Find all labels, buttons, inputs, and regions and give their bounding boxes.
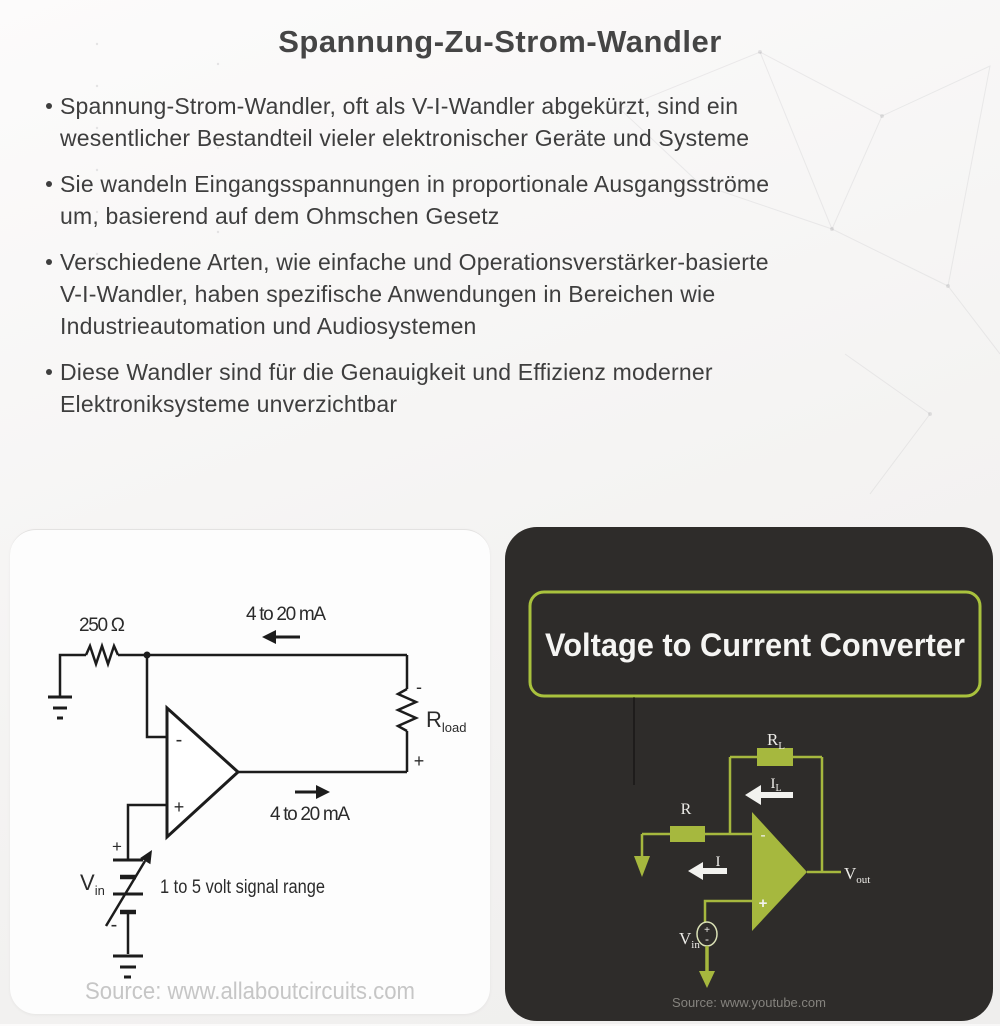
resistor-r <box>670 826 705 842</box>
opamp-inverting-label: - <box>760 827 765 844</box>
resistor-rload <box>394 687 420 733</box>
bullet-item: Diese Wandler sind für die Genauigkeit u… <box>46 356 936 420</box>
bullet-dot-icon <box>46 103 52 109</box>
right-circuit-svg: Voltage to Current Converter + - <box>528 590 982 1010</box>
rload-minus-label: - <box>416 677 422 697</box>
bullet-line: um, basierend auf dem Ohmschen Gesetz <box>60 203 500 229</box>
title-box <box>528 590 982 698</box>
opamp-noninverting-label: + <box>174 797 185 817</box>
il-current-arrow-icon <box>745 785 793 805</box>
bullet-line: V-I-Wandler, haben spezifische Anwendung… <box>60 281 716 307</box>
video-title: Voltage to Current Converter <box>545 627 965 663</box>
current-range-top-label: 4 to 20 mA <box>246 604 326 625</box>
bullet-list: Spannung-Strom-Wandler, oft als V-I-Wand… <box>46 90 936 420</box>
vin-source: + - <box>696 921 718 988</box>
vout-label: Vout <box>844 864 870 886</box>
signal-range-label: 1 to 5 volt signal range <box>160 877 325 898</box>
bullet-line: Industrieautomation und Audiosystemen <box>60 313 477 339</box>
vin-source-plus-label: + <box>704 925 710 936</box>
opamp-noninverting-label: + <box>759 895 768 912</box>
bullet-line: Elektroniksysteme unverzichtbar <box>60 391 398 417</box>
rl-label: RL <box>767 730 785 752</box>
circuit-wires <box>58 642 420 954</box>
bullet-dot-icon <box>46 181 52 187</box>
battery-plus-label: + <box>112 837 122 856</box>
rload-label: Rload <box>426 707 466 735</box>
bullet-line: Sie wandeln Eingangsspannungen in propor… <box>60 171 770 197</box>
resistor-value-label: 250 Ω <box>79 615 125 636</box>
vin-label: Vin <box>80 870 105 898</box>
source-attribution: Source: www.allaboutcircuits.com <box>85 978 415 1005</box>
bullet-item: Spannung-Strom-Wandler, oft als V-I-Wand… <box>46 90 936 154</box>
left-circuit-svg: 250 Ω 4 to 20 mA - + Rload - + 4 to 20 m… <box>48 604 466 1005</box>
i-label: I <box>716 854 721 870</box>
i-current-arrow-icon <box>688 862 727 880</box>
bullet-dot-icon <box>46 369 52 375</box>
bullet-line: wesentlicher Bestandteil vieler elektron… <box>60 125 750 151</box>
source-attribution: Source: www.youtube.com <box>672 995 826 1010</box>
bullet-line: Diese Wandler sind für die Genauigkeit u… <box>60 359 713 385</box>
variable-arrow-icon <box>104 860 147 927</box>
resistor-250ohm <box>84 642 120 668</box>
current-arrow-left-icon <box>262 630 300 644</box>
circuit-wires <box>640 755 841 922</box>
il-label: IL <box>770 776 781 794</box>
ground-left-icon <box>48 695 72 720</box>
op-amp <box>165 704 241 841</box>
op-amp <box>752 812 807 931</box>
bullet-line: Verschiedene Arten, wie einfache und Ope… <box>60 249 769 275</box>
vin-source-minus-label: - <box>705 932 709 946</box>
bullet-item: Sie wandeln Eingangsspannungen in propor… <box>46 168 936 232</box>
rload-plus-label: + <box>414 751 425 771</box>
bullet-dot-icon <box>46 259 52 265</box>
page-title: Spannung-Zu-Strom-Wandler <box>278 24 722 59</box>
variable-arrowhead-icon <box>140 850 152 865</box>
resistor-rl <box>757 748 793 766</box>
junction-dot <box>143 651 151 659</box>
r-label: R <box>681 801 692 818</box>
ground-arrow-down-icon <box>699 971 715 988</box>
ground-arrow-left-icon <box>634 856 650 877</box>
battery-minus-label: - <box>111 914 118 936</box>
current-arrow-right-icon <box>295 785 330 799</box>
vin-label: Vin <box>679 929 700 951</box>
current-range-bottom-label: 4 to 20 mA <box>270 804 350 825</box>
ground-bottom-icon <box>113 954 143 979</box>
battery-variable-source <box>104 850 152 927</box>
figure-voltage-to-current-video: Voltage to Current Converter + - <box>505 527 993 1021</box>
opamp-inverting-label: - <box>176 729 183 751</box>
figure-vi-converter-schematic: 250 Ω 4 to 20 mA - + Rload - + 4 to 20 m… <box>10 529 490 1014</box>
bullet-item: Verschiedene Arten, wie einfache und Ope… <box>46 246 936 342</box>
bullet-line: Spannung-Strom-Wandler, oft als V-I-Wand… <box>60 93 739 119</box>
